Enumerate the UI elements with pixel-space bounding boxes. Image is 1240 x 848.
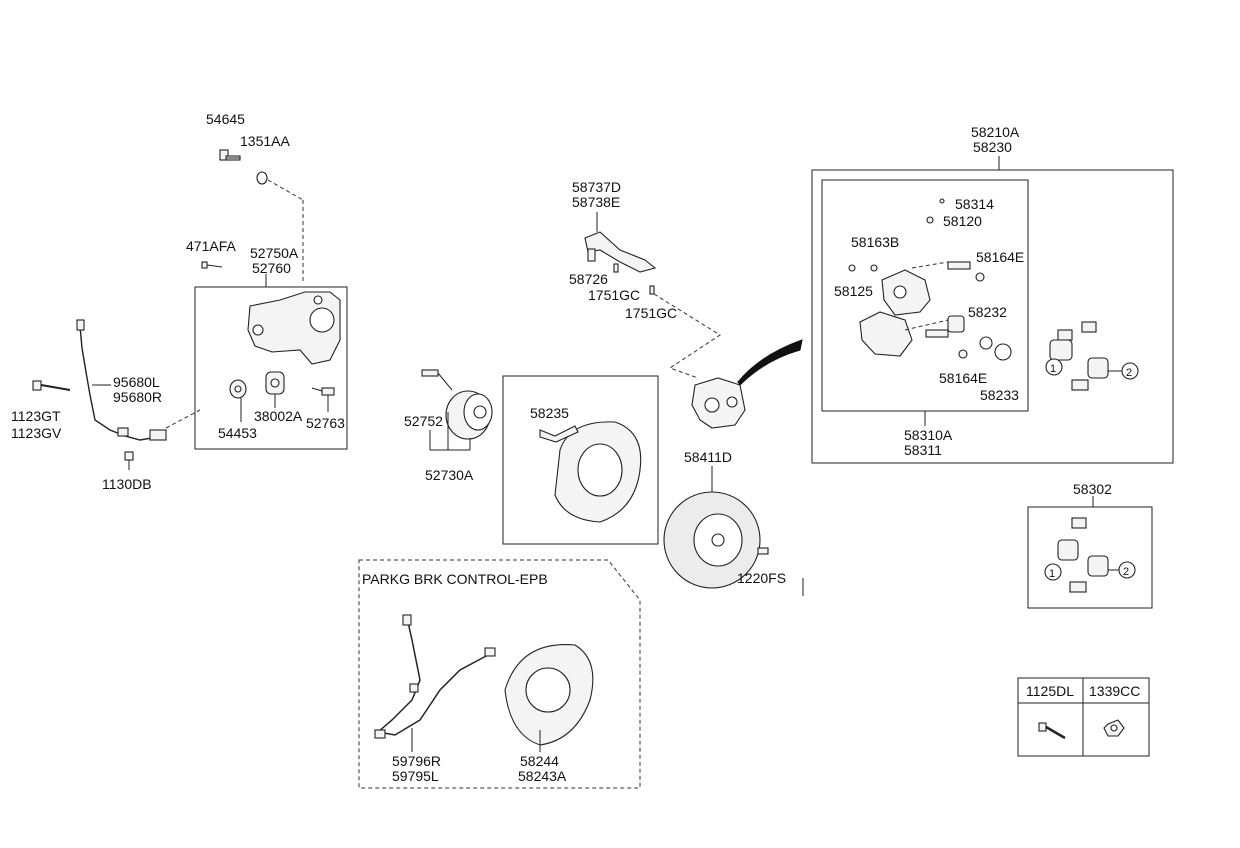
caliper-outer-box	[811, 169, 1174, 464]
callout-2a: 2	[1126, 367, 1132, 379]
label-95680R: 95680R	[113, 389, 162, 405]
callout-2b: 2	[1123, 566, 1129, 578]
label-1123GT: 1123GT	[11, 408, 61, 424]
label-58125: 58125	[834, 283, 873, 299]
label-58737D: 58737D	[572, 179, 621, 195]
caliper-bracket	[859, 311, 913, 357]
label-58210A: 58210A	[971, 124, 1020, 140]
label-52752: 52752	[404, 413, 443, 429]
washer-1351AA	[256, 171, 268, 185]
bolt-1130DB	[124, 451, 134, 470]
bolt-54645	[219, 149, 241, 161]
table-header-1339CC: 1339CC	[1089, 683, 1140, 699]
hub-bearing	[445, 390, 493, 440]
callout-circle-1a	[1045, 358, 1063, 376]
bushing-38002A	[265, 371, 285, 395]
pad-kit-a: 1 2	[1045, 321, 1139, 391]
label-58235: 58235	[530, 405, 569, 421]
knuckle-group: 54645 1351AA 471AFA 52750A 52760 95680L …	[11, 111, 348, 492]
bolt-1125DL-icon	[1038, 722, 1066, 740]
parking-lever-group: 58737D 58738E 58726 1751GC 1751GC	[569, 179, 721, 379]
label-58411D: 58411D	[684, 449, 732, 465]
label-38002A: 38002A	[254, 408, 303, 424]
seal-58232	[979, 336, 993, 350]
label-58302: 58302	[1073, 481, 1112, 497]
caliper-housing	[881, 269, 931, 316]
label-1351AA: 1351AA	[240, 133, 290, 149]
pointer-arrow	[737, 339, 803, 386]
nut-1339CC-icon	[1103, 719, 1125, 737]
label-58244: 58244	[520, 753, 559, 769]
bushing-54453	[229, 379, 247, 399]
label-1220FS: 1220FS	[737, 570, 786, 586]
label-58243A: 58243A	[518, 768, 567, 784]
label-58230: 58230	[973, 139, 1012, 155]
epb-cable	[374, 614, 496, 739]
hub-group: 52752 52730A	[404, 369, 493, 483]
label-52760: 52760	[252, 260, 291, 276]
bolt-52763	[311, 387, 335, 396]
label-58233: 58233	[980, 387, 1019, 403]
callout-circle-1b	[1044, 563, 1062, 581]
label-1130DB: 1130DB	[102, 476, 152, 492]
label-54645: 54645	[206, 111, 245, 127]
label-59795L: 59795L	[392, 768, 439, 784]
callout-1a: 1	[1050, 363, 1056, 375]
label-59796R: 59796R	[392, 753, 441, 769]
label-58310A: 58310A	[904, 427, 953, 443]
callout-1b: 1	[1049, 568, 1055, 580]
guide-pins	[904, 261, 971, 338]
knuckle-box	[194, 286, 348, 450]
label-1751GC-b: 1751GC	[625, 305, 677, 321]
knuckle-body	[247, 291, 341, 365]
label-52730A: 52730A	[425, 467, 474, 483]
boot-58233	[994, 343, 1012, 361]
brake-disc-group: 58411D 1220FS	[663, 449, 804, 596]
label-58163B: 58163B	[851, 234, 899, 250]
screw-1220FS	[757, 547, 769, 555]
label-58164E-a: 58164E	[976, 249, 1024, 265]
label-52763: 52763	[306, 415, 345, 431]
bolt-58726	[587, 248, 596, 262]
label-1123GV: 1123GV	[11, 425, 62, 441]
caliper-box-group: 58210A 58230 58310A 58311 58314 58120 58…	[811, 124, 1174, 464]
pad-kit-box	[1027, 506, 1153, 609]
pad-kit-box-group: 58302 1 2	[1027, 481, 1153, 609]
bolt-1123GT	[32, 380, 71, 391]
fastener-table: 1125DL 1339CC	[1017, 677, 1150, 757]
label-471AFA: 471AFA	[186, 238, 236, 254]
hub-bolt-52752	[421, 369, 453, 391]
label-95680L: 95680L	[113, 374, 160, 390]
label-58120: 58120	[943, 213, 982, 229]
label-58232: 58232	[968, 304, 1007, 320]
label-52750A: 52750A	[250, 245, 299, 261]
epb-group: PARKG BRK CONTROL-EPB 59796R 59795L 5824…	[358, 559, 641, 789]
label-58726: 58726	[569, 271, 608, 287]
bolt-471AFA	[201, 261, 223, 269]
bracket-58235	[539, 425, 579, 443]
label-58314: 58314	[955, 196, 994, 212]
label-58164E-b: 58164E	[939, 370, 987, 386]
epb-title: PARKG BRK CONTROL-EPB	[362, 571, 548, 587]
caliper-assembly	[691, 377, 746, 429]
abs-sensor-cable	[76, 319, 167, 441]
label-58311: 58311	[904, 442, 942, 458]
table-header-1125DL: 1125DL	[1026, 683, 1074, 699]
label-1751GC-a: 1751GC	[588, 287, 640, 303]
label-58738E: 58738E	[572, 194, 620, 210]
backing-plate-group: 58235	[502, 375, 659, 545]
label-54453: 54453	[218, 425, 257, 441]
